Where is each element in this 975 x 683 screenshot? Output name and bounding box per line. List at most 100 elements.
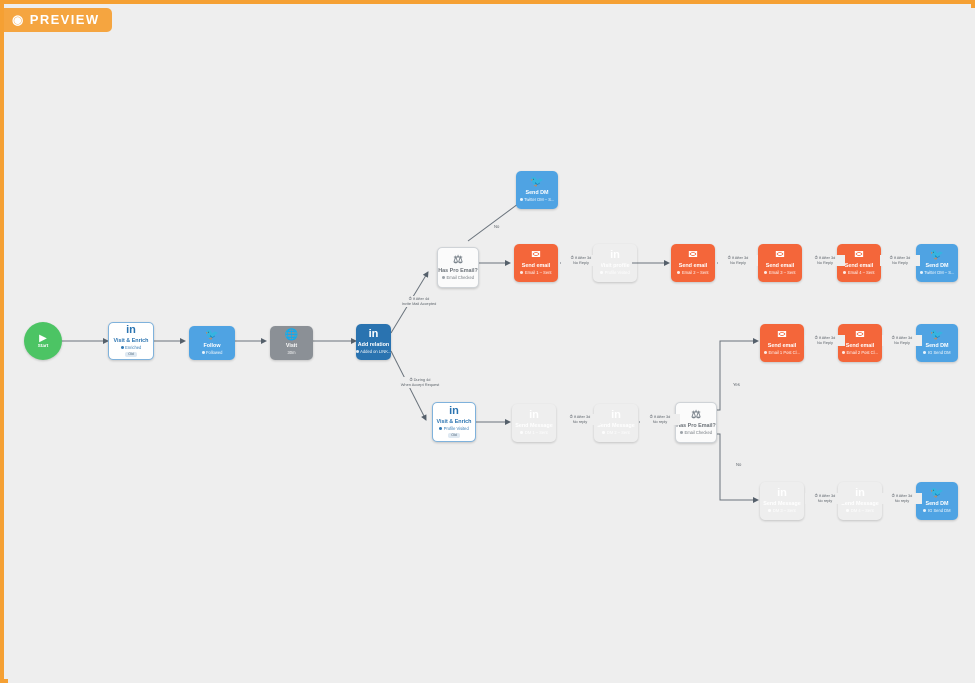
envelope-icon: ✉ xyxy=(688,249,698,261)
node-subtitle: Email Checked xyxy=(679,430,712,436)
clock-icon: ⏱ xyxy=(891,335,895,340)
node-tag: Old xyxy=(125,352,137,357)
node-title: Add relation xyxy=(357,342,390,348)
linkedin-icon: in xyxy=(126,324,136,336)
node-subtitle: Email 1 – Sent xyxy=(520,270,552,276)
node-has-pro-email-2[interactable]: ⚖ Has Pro Email? Email Checked xyxy=(675,402,717,443)
edge-label-no-reply-4: ⏱If After 3d No Reply xyxy=(880,255,920,266)
edge-label-no-reply-no-1: ⏱If After 3d No reply xyxy=(805,493,845,504)
envelope-icon: ✉ xyxy=(531,249,541,261)
eye-icon: ◉ xyxy=(12,12,25,27)
node-dm-4-sent[interactable]: in Send Message DM 4 – Sent xyxy=(838,482,882,520)
node-title: Send DM xyxy=(925,343,949,349)
node-send-dm-top[interactable]: 🐦 Send DM Twitter DM – S... xyxy=(516,171,558,209)
node-dm-3-sent[interactable]: in Send Message DM 3 – Sent xyxy=(760,482,804,520)
edge-label-no-reply-yes-2: ⏱If After 3d No Reply xyxy=(882,335,922,346)
node-title: Send DM xyxy=(525,190,549,196)
node-subtitle: Added on LINK... xyxy=(355,349,391,355)
node-title: Send email xyxy=(845,343,875,349)
node-subtitle: Email 3 – Sent xyxy=(764,270,796,276)
edge-label-accept-request: ⏱During 4d When Accept Request xyxy=(388,377,452,388)
node-follow[interactable]: 🐦 Follow Followed xyxy=(189,326,235,360)
workflow-canvas[interactable]: ▶ Start in Visit & Enrich Enriched Old 🐦… xyxy=(8,8,975,683)
node-subtitle: Profile Visited xyxy=(439,426,469,432)
node-title: Send DM xyxy=(925,263,949,269)
node-title: Send Message xyxy=(515,423,553,429)
node-subtitle: Twitter DM – S... xyxy=(519,197,554,203)
node-title: Visit & Enrich xyxy=(113,338,149,344)
clock-icon: ⏱ xyxy=(814,493,818,498)
play-icon: ▶ xyxy=(39,332,47,344)
linkedin-icon: in xyxy=(368,328,379,340)
node-email-1-best[interactable]: ✉ Send email Email 1 – Sent xyxy=(514,244,558,282)
edge-label-no-reply-2: ⏱If After 3d No Reply xyxy=(718,255,758,266)
clock-icon: ⏱ xyxy=(569,414,573,419)
node-subtitle: Enriched xyxy=(120,345,141,351)
clock-icon: ⏱ xyxy=(727,255,731,260)
node-title: Send Message xyxy=(597,423,635,429)
node-title: Visit xyxy=(285,343,298,349)
linkedin-icon: in xyxy=(449,405,459,417)
clock-icon: ⏱ xyxy=(891,493,895,498)
node-dm-2-sent[interactable]: in Send Message DM 2 – Sent xyxy=(594,404,638,442)
node-email-2-post[interactable]: ✉ Send email Email 2 Post Cl... xyxy=(838,324,882,362)
linkedin-icon: in xyxy=(529,409,539,421)
twitter-icon: 🐦 xyxy=(205,329,219,341)
envelope-icon: ✉ xyxy=(777,329,787,341)
node-title: Has Pro Email? xyxy=(438,267,478,274)
node-subtitle: Twitter DM – S... xyxy=(919,270,954,276)
node-title: Send Message xyxy=(763,501,801,507)
twitter-icon: 🐦 xyxy=(930,249,944,261)
linkedin-icon: in xyxy=(610,249,620,261)
node-dm-1-sent[interactable]: in Send Message DM 1 – Sent xyxy=(512,404,556,442)
condition-icon: ⚖ xyxy=(453,253,463,266)
globe-icon: 🌐 xyxy=(284,329,299,341)
preview-badge: ◉ PREVIEW xyxy=(4,8,112,32)
node-title: Send Message xyxy=(841,501,879,507)
node-email-3-best[interactable]: ✉ Send email Email 3 – Sent xyxy=(758,244,802,282)
node-visit-wait[interactable]: 🌐 Visit 30m xyxy=(270,326,313,360)
node-subtitle: Email 1 Post Cl... xyxy=(764,350,800,356)
clock-icon: ⏱ xyxy=(408,296,412,301)
node-subtitle: Email 4 – Sent xyxy=(843,270,875,276)
node-title: Send email xyxy=(767,343,797,349)
node-tag: Old xyxy=(448,433,460,438)
clock-icon: ⏱ xyxy=(889,255,893,260)
node-subtitle: Email 2 Post Cl... xyxy=(842,350,878,356)
node-visit-enrich-2[interactable]: in Visit & Enrich Profile Visited Old xyxy=(432,402,476,442)
linkedin-icon: in xyxy=(777,487,787,499)
node-send-dm-yes-end[interactable]: 🐦 Send DM IG Send DM xyxy=(916,324,958,362)
linkedin-icon: in xyxy=(611,409,621,421)
envelope-icon: ✉ xyxy=(775,249,785,261)
node-email-2-best[interactable]: ✉ Send email Email 2 – Sent xyxy=(671,244,715,282)
clock-icon: ⏱ xyxy=(814,335,818,340)
node-send-dm-no-end[interactable]: 🐦 Send DM IG Send DM xyxy=(916,482,958,520)
node-add-relation[interactable]: in Add relation Added on LINK... xyxy=(355,324,391,360)
node-visit-enrich-1[interactable]: in Visit & Enrich Enriched Old xyxy=(108,322,154,360)
edge-label-no-branch: No xyxy=(734,462,744,467)
clock-icon: ⏱ xyxy=(570,255,574,260)
node-subtitle: IG Send DM xyxy=(923,508,951,514)
edge-label-no-reply-mid-2: ⏱If After 3d No reply xyxy=(640,414,680,425)
clock-icon: ⏱ xyxy=(814,255,818,260)
node-title: Send email xyxy=(844,263,874,269)
edge-label-no-reply-yes-1: ⏱If After 3d No Reply xyxy=(805,335,845,346)
node-visit-profile[interactable]: in Visit profile Profile Visited xyxy=(593,244,637,282)
edge-label-no-reply-mid-1: ⏱If After 3d No reply xyxy=(560,414,600,425)
node-subtitle: Email Checked xyxy=(441,275,474,281)
node-has-pro-email-1[interactable]: ⚖ Has Pro Email? Email Checked xyxy=(437,247,479,288)
start-node[interactable]: ▶ Start xyxy=(24,322,62,360)
node-subtitle: Profile Visited xyxy=(600,270,630,276)
node-send-dm-top-end[interactable]: 🐦 Send DM Twitter DM – S... xyxy=(916,244,958,282)
node-subtitle: 30m xyxy=(287,350,296,355)
start-label: Start xyxy=(37,342,49,348)
clock-icon: ⏱ xyxy=(409,377,413,382)
edge-label-no-reply-no-2: ⏱If After 3d No reply xyxy=(882,493,922,504)
condition-icon: ⚖ xyxy=(691,408,701,421)
node-subtitle: Followed xyxy=(201,350,222,356)
twitter-icon: 🐦 xyxy=(930,329,944,341)
twitter-icon: 🐦 xyxy=(930,487,944,499)
envelope-icon: ✉ xyxy=(855,329,865,341)
edge-label-yes-branch: Yes xyxy=(731,382,742,387)
node-email-1-post[interactable]: ✉ Send email Email 1 Post Cl... xyxy=(760,324,804,362)
